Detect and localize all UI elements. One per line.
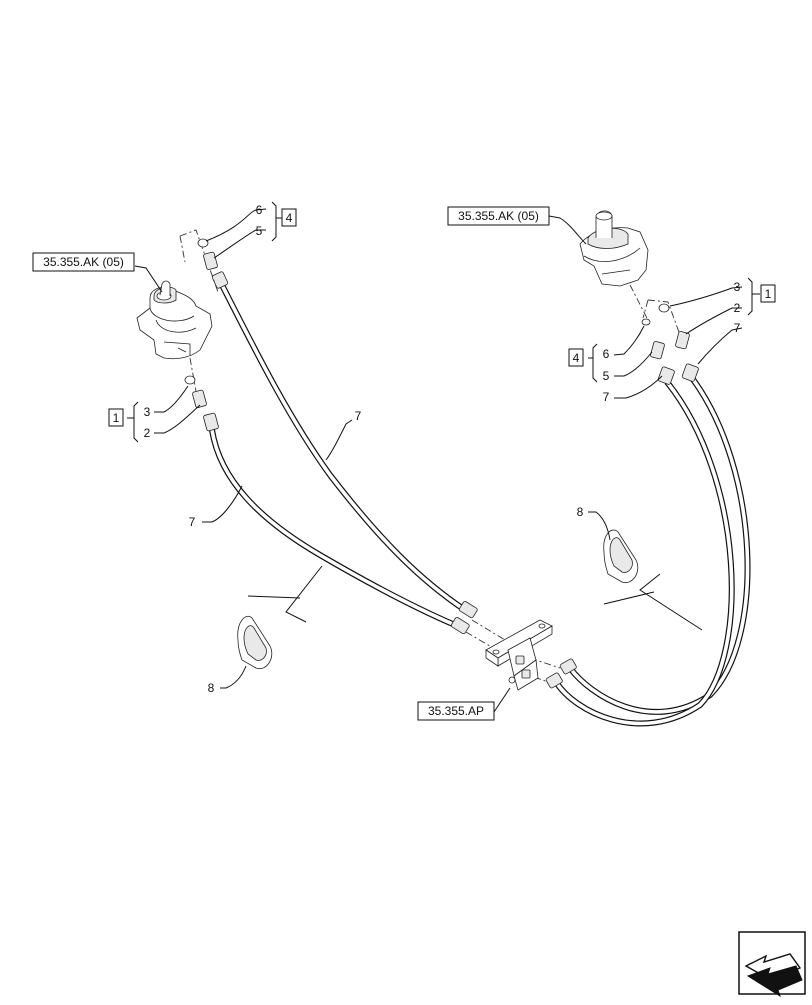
section-cut-right bbox=[603, 573, 703, 631]
callout-5-right: 5 bbox=[603, 369, 610, 383]
joystick-left bbox=[136, 280, 213, 360]
o-ring-left-bottom bbox=[184, 375, 196, 385]
kit-right-1: 1 bbox=[765, 287, 772, 301]
callout-7-right-b: 7 bbox=[603, 390, 610, 404]
hose-fitting-mid-a bbox=[458, 601, 478, 619]
callout-8-left: 8 bbox=[208, 681, 215, 695]
kit-box-left-1: 1 bbox=[108, 408, 124, 427]
hose-protector-right bbox=[603, 529, 639, 584]
hose-fitting-right-top-a bbox=[681, 363, 699, 382]
callout-7-left-lower: 7 bbox=[189, 515, 196, 529]
callout-8-right: 8 bbox=[577, 505, 584, 519]
kit-box-right-1: 1 bbox=[760, 284, 776, 303]
adapter-left-bottom bbox=[192, 389, 207, 408]
callout-2-right: 2 bbox=[734, 301, 741, 315]
adapter-right-b bbox=[650, 341, 665, 360]
callout-2-left: 2 bbox=[144, 426, 151, 440]
hose-fitting-right-a bbox=[559, 658, 577, 675]
next-page-arrow-icon[interactable] bbox=[738, 931, 806, 998]
kit-left-4: 4 bbox=[286, 211, 293, 225]
callout-6-left: 6 bbox=[256, 203, 263, 217]
callout-6-right: 6 bbox=[603, 347, 610, 361]
hose-fitting-left-lower bbox=[203, 412, 219, 432]
hose-right-inner bbox=[553, 380, 735, 727]
ref-box-left-joystick: 35.355.AK (05) bbox=[32, 252, 135, 272]
ref-box-valve-block: 35.355.AP bbox=[417, 701, 495, 721]
adapter-right-a bbox=[675, 331, 690, 350]
leader-lines bbox=[127, 201, 760, 713]
hose-left-lower bbox=[209, 429, 457, 628]
hose-fitting-left-upper bbox=[211, 271, 229, 289]
valve-block bbox=[485, 619, 553, 691]
hose-left-upper bbox=[219, 283, 467, 613]
callout-7-right-a: 7 bbox=[734, 321, 741, 335]
o-ring-right-top bbox=[658, 303, 670, 313]
hose-right-outer bbox=[567, 376, 751, 715]
section-cut-left bbox=[247, 565, 323, 623]
ref-box-right-joystick: 35.355.AK (05) bbox=[447, 206, 550, 226]
joystick-right bbox=[579, 210, 649, 287]
ref-left-joystick: 35.355.AK (05) bbox=[43, 255, 124, 269]
kit-right-4: 4 bbox=[573, 351, 580, 365]
hose-fitting-right-b bbox=[545, 672, 563, 689]
o-ring-left-top bbox=[197, 238, 209, 248]
kit-box-right-4: 4 bbox=[568, 348, 584, 367]
callout-7-left-upper: 7 bbox=[355, 409, 362, 423]
callout-3-left: 3 bbox=[144, 405, 151, 419]
ref-right-joystick: 35.355.AK (05) bbox=[458, 209, 539, 223]
o-ring-right-mid bbox=[641, 318, 651, 326]
hose-fitting-right-top-b bbox=[657, 366, 675, 385]
hose-protector-left bbox=[237, 615, 273, 670]
adapter-left-top bbox=[203, 251, 218, 270]
ref-valve-block: 35.355.AP bbox=[428, 704, 484, 718]
callout-3-right: 3 bbox=[734, 280, 741, 294]
kit-box-left-4: 4 bbox=[281, 208, 297, 227]
hose-fitting-mid-b bbox=[450, 617, 470, 635]
callout-5-left: 5 bbox=[256, 224, 263, 238]
kit-left-1: 1 bbox=[113, 411, 120, 425]
